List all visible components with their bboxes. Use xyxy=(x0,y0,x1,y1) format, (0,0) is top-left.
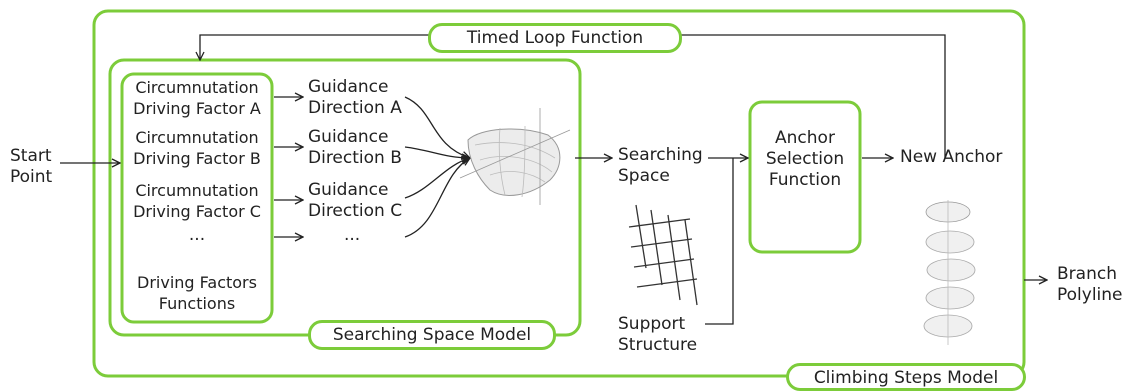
climbing-stack xyxy=(923,200,976,345)
search-space-shape xyxy=(459,108,571,205)
climbing-steps-model-box xyxy=(92,9,1026,378)
loop-line-left xyxy=(200,34,430,60)
loop-line-right xyxy=(680,34,946,158)
curve-a xyxy=(404,96,470,158)
searching-space-model-label: Searching Space Model xyxy=(308,320,556,350)
guidance-more: ... xyxy=(344,225,361,245)
anchor-selection-box xyxy=(748,100,862,254)
curve-more xyxy=(404,158,470,238)
timed-loop-function: Timed Loop Function xyxy=(428,23,682,53)
driving-factors-box xyxy=(120,72,274,324)
new-anchor-label: New Anchor xyxy=(900,147,1003,167)
factor-more: ... xyxy=(188,225,206,245)
support-grid xyxy=(628,204,698,306)
support-line xyxy=(705,158,734,325)
curve-b xyxy=(404,146,470,158)
climbing-steps-model-label: Climbing Steps Model xyxy=(786,363,1026,391)
